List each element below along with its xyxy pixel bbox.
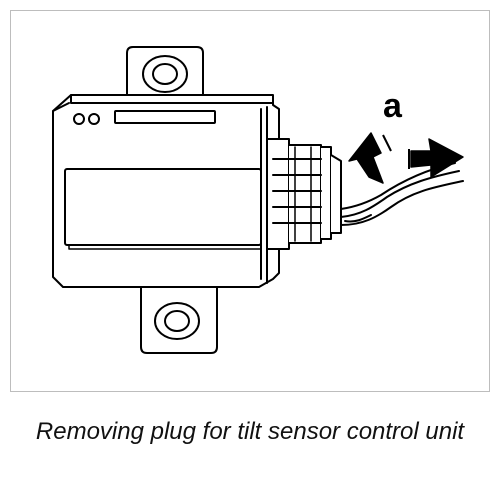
technical-illustration: a (52, 46, 464, 354)
lower-mounting-tab (140, 285, 218, 354)
upper-mounting-tab (126, 46, 204, 107)
press-arrow-icon (348, 132, 392, 184)
wiring-harness (340, 162, 464, 226)
control-unit-housing (52, 94, 280, 288)
pull-arrow-icon (408, 138, 464, 178)
callout-label-a: a (383, 87, 403, 125)
figure-frame: a (10, 10, 490, 392)
figure-caption: Removing plug for tilt sensor control un… (35, 418, 465, 445)
connector-plug (266, 138, 342, 250)
